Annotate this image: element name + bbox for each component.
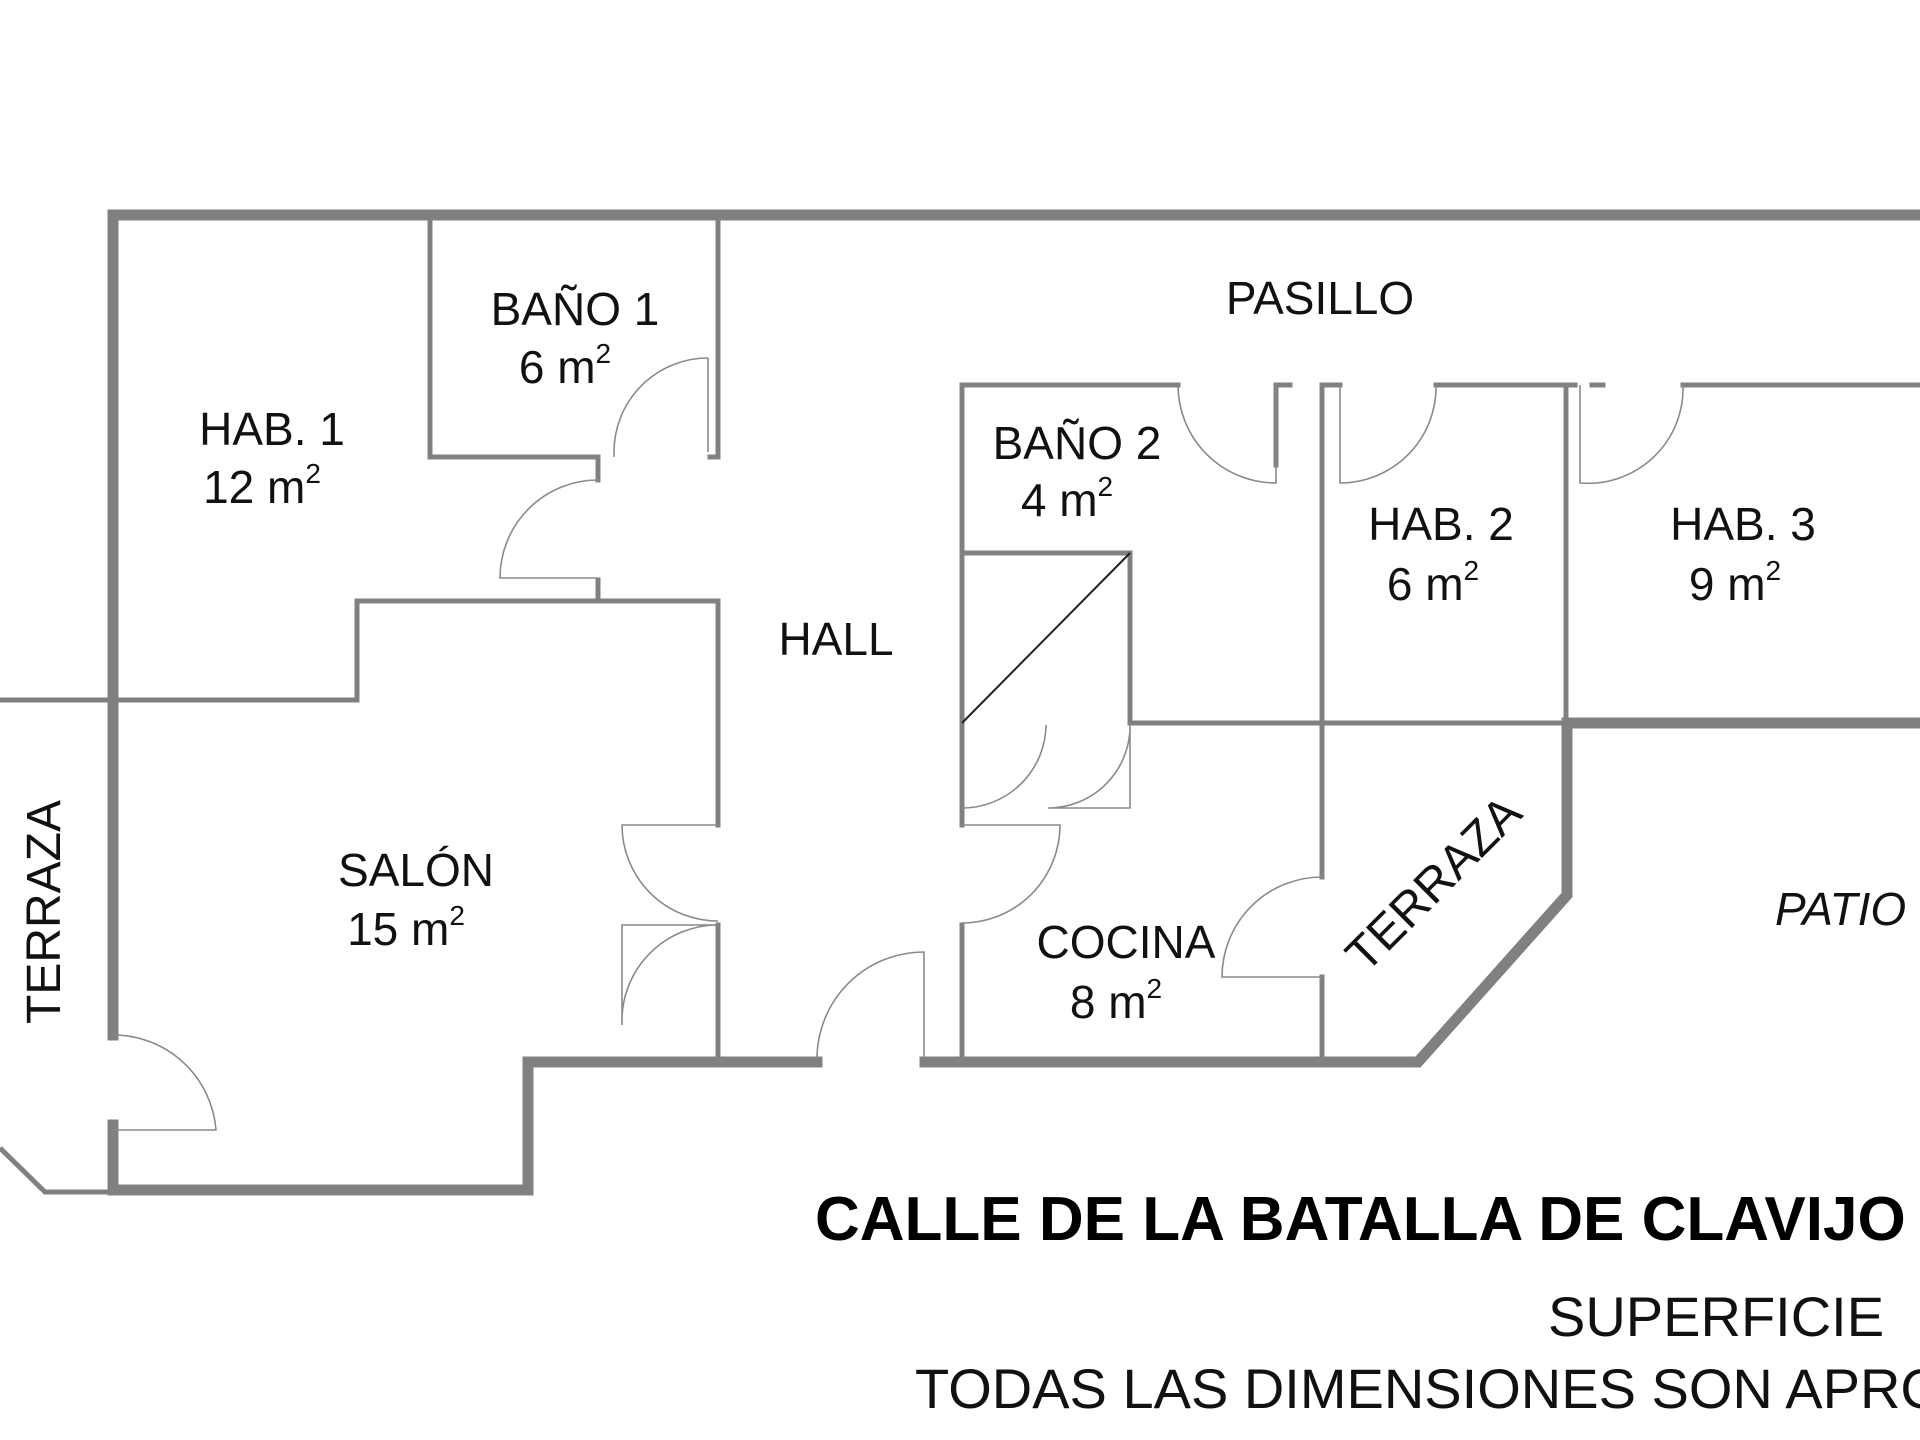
room-area-hab1: 12 m2 [203,458,321,513]
room-name-cocina: COCINA [1037,916,1216,968]
room-area-bano2: 4 m2 [1021,471,1113,526]
street-name: CALLE DE LA BATALLA DE CLAVIJO [815,1185,1906,1254]
room-area-bano1: 6 m2 [519,338,611,393]
room-labels: HAB. 1 12 m2 BAÑO 1 6 m2 PASILLO BAÑO 2 … [199,272,1816,1028]
patio-label: PATIO [1775,883,1906,935]
door-swings [112,357,1684,1131]
exterior-walls [107,209,1920,1196]
dimensions-disclaimer: TODAS LAS DIMENSIONES SON APROXIMADAS [915,1357,1920,1420]
surface-label: SUPERFICIE [1548,1285,1884,1348]
room-area-hab3: 9 m2 [1689,555,1781,610]
terrace-right-label: TERRAZA [1336,786,1532,982]
room-area-hab2: 6 m2 [1387,555,1479,610]
room-area-salon: 15 m2 [347,900,465,955]
room-area-cocina: 8 m2 [1070,973,1162,1028]
room-name-hall: HALL [778,613,893,665]
room-name-hab1: HAB. 1 [199,403,345,455]
balcony-edge [0,1146,113,1195]
terrace-left-label: TERRAZA [18,800,71,1024]
room-name-pasillo: PASILLO [1226,272,1414,324]
stair-diagonal [961,552,1131,724]
room-name-hab3: HAB. 3 [1670,498,1816,550]
room-name-bano1: BAÑO 1 [491,283,660,335]
room-name-bano2: BAÑO 2 [993,417,1162,469]
interior-walls [0,212,1920,1061]
room-name-salon: SALÓN [338,844,494,896]
room-name-hab2: HAB. 2 [1368,498,1514,550]
